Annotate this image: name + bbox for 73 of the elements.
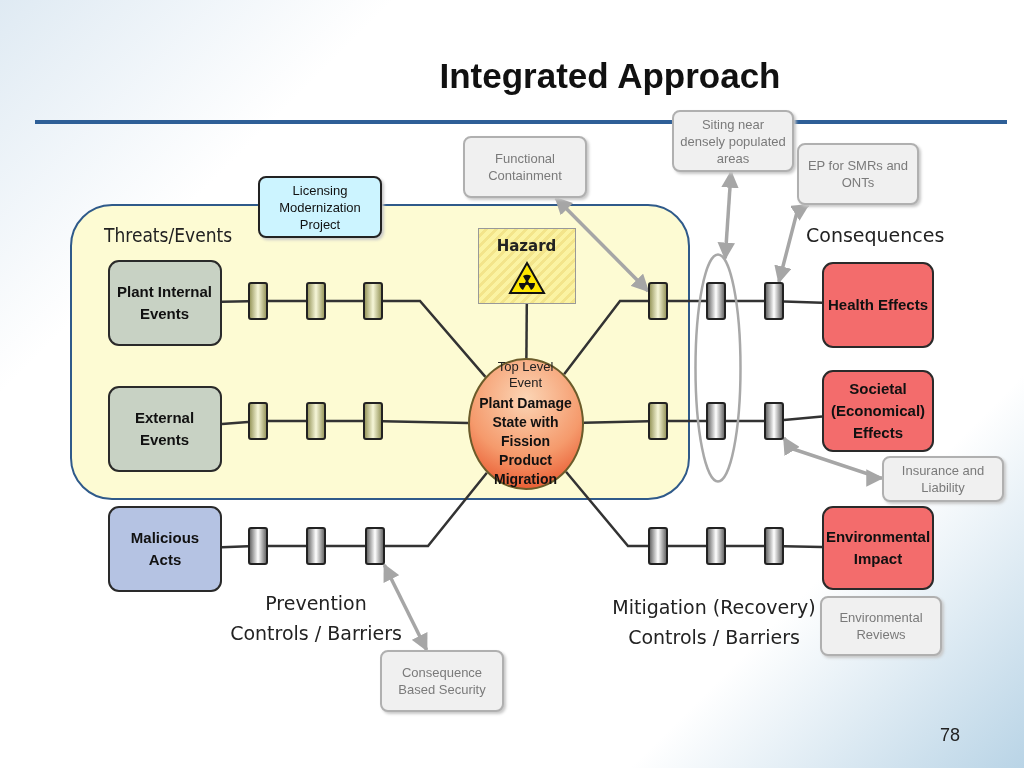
- connector-line: [783, 300, 823, 305]
- barrier-block: [706, 527, 726, 565]
- group-title: Threats/Events: [104, 224, 233, 246]
- section-heading: Mitigation (Recovery) Controls / Barriers: [611, 595, 817, 650]
- highlight-ellipse: [694, 253, 742, 483]
- connector-line: [525, 304, 529, 358]
- connector-line: [268, 544, 306, 548]
- barrier-block: [764, 282, 784, 320]
- consequence-box: Health Effects: [822, 262, 934, 348]
- barrier-block: [764, 527, 784, 565]
- consequence-box: Environmental Impact: [822, 506, 934, 590]
- callout-box: Consequence Based Security: [380, 650, 504, 712]
- barrier-block: [365, 527, 385, 565]
- callout-box: Functional Containment: [463, 136, 587, 198]
- barrier-block: [647, 401, 668, 440]
- connector-line: [726, 419, 764, 423]
- connector-line: [268, 419, 306, 423]
- barrier-block: [706, 402, 726, 440]
- threat-event-box: Plant Internal Events: [107, 259, 222, 346]
- event-title: Plant Damage State with Fission Product Migration: [478, 393, 573, 489]
- hazard-label: Hazard: [496, 236, 557, 255]
- barrier-block: [247, 281, 268, 320]
- connector-line: [565, 471, 648, 548]
- connector-line: [668, 419, 706, 423]
- barrier-block: [248, 527, 268, 565]
- callout-box: Siting near densely populated areas: [672, 110, 794, 172]
- connector-line: [326, 419, 363, 423]
- barrier-block: [706, 282, 726, 320]
- callout-box: Insurance and Liability: [882, 456, 1004, 502]
- section-heading: Consequences: [806, 223, 946, 248]
- barrier-block: [648, 527, 668, 565]
- connector-line: [668, 299, 706, 303]
- connector-line: [382, 419, 469, 425]
- callout-box: EP for SMRs and ONTs: [797, 143, 919, 205]
- connector-line: [383, 299, 487, 378]
- barrier-block: [647, 281, 668, 320]
- barrier-block: [362, 281, 383, 320]
- group-panel: [70, 204, 690, 500]
- barrier-block: [362, 401, 383, 440]
- arrow: [382, 563, 429, 652]
- connector-line: [385, 471, 488, 548]
- arrow: [774, 203, 810, 284]
- connector-line: [726, 299, 764, 303]
- arrow: [717, 170, 739, 261]
- callout-box: Environmental Reviews: [820, 596, 942, 656]
- connector-line: [221, 545, 249, 549]
- slide-title: Integrated Approach: [438, 56, 782, 96]
- connector-line: [221, 299, 249, 304]
- barrier-block: [305, 401, 326, 440]
- barrier-block: [247, 401, 268, 440]
- connector-line: [726, 544, 764, 548]
- page-number: 78: [939, 724, 961, 747]
- connector-line: [783, 415, 823, 422]
- connector-line: [783, 544, 823, 549]
- consequence-box: Societal (Economical) Effects: [822, 370, 934, 452]
- connector-line: [563, 299, 648, 375]
- connector-line: [268, 299, 306, 303]
- connector-line: [583, 419, 649, 424]
- barrier-block: [305, 281, 326, 320]
- connector-line: [326, 544, 365, 548]
- connector-line: [668, 544, 706, 548]
- threat-event-box: Malicious Acts: [108, 506, 222, 592]
- barrier-block: [764, 402, 784, 440]
- connector-line: [221, 420, 249, 426]
- threat-event-box: External Events: [107, 385, 222, 472]
- hazard-box: [477, 227, 576, 304]
- connector-line: [326, 299, 363, 303]
- callout-box: Licensing Modernization Project: [258, 176, 382, 238]
- event-caption: Top Level Event: [496, 358, 555, 391]
- arrow: [782, 436, 884, 487]
- barrier-block: [306, 527, 326, 565]
- arrow: [554, 196, 650, 293]
- section-heading: Prevention Controls / Barriers: [229, 591, 403, 646]
